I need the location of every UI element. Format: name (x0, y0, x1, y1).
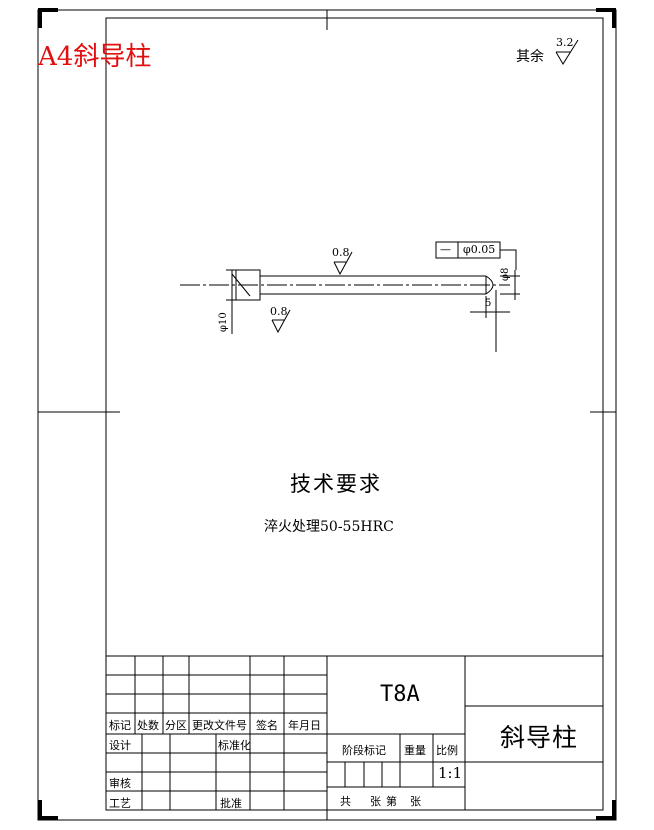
dim-head-diameter: φ10 (218, 312, 229, 332)
sheets-total: 共 (340, 795, 351, 808)
roughness-symbol-other (555, 39, 579, 65)
row-process: 工艺 (109, 797, 131, 810)
header-signature: 签名 (256, 719, 278, 732)
ratio-label: 比例 (436, 744, 458, 757)
part-name: 斜导柱 (500, 723, 579, 752)
header-date: 年月日 (288, 719, 321, 732)
row-standardize: 标准化 (218, 739, 251, 752)
header-count: 处数 (137, 719, 159, 732)
sheets-number: 第 (386, 795, 397, 808)
sheets-unit: 张 (370, 795, 381, 808)
row-design: 设计 (109, 739, 131, 752)
stage-mark-label: 阶段标记 (342, 744, 386, 757)
scale-value: 1:1 (438, 764, 463, 782)
dim-shaft-diameter: φ8 (500, 267, 511, 281)
roughness-shaft-bottom: 0.8 (270, 305, 288, 318)
dim-length-5: 5 (485, 298, 492, 309)
tolerance-symbol: — (440, 243, 451, 256)
inner-frame (105, 17, 604, 811)
material: T8A (380, 682, 420, 707)
header-mark: 标记 (109, 719, 131, 732)
sheets-unit-2: 张 (410, 795, 421, 808)
header-change-doc: 更改文件号 (192, 719, 247, 732)
corner-marks (38, 8, 616, 820)
technical-requirements-note: 淬火处理50-55HRC (264, 519, 394, 535)
header-zone: 分区 (165, 719, 187, 732)
title-block-grid (106, 655, 603, 810)
sheet-label: A4斜导柱 (38, 42, 152, 72)
technical-requirements-title: 技术要求 (290, 472, 382, 496)
row-approve: 批准 (220, 797, 242, 810)
row-review: 审核 (109, 777, 131, 790)
roughness-other-label: 其余 (516, 49, 544, 65)
roughness-other-value: 3.2 (556, 36, 574, 49)
roughness-shaft-top: 0.8 (332, 246, 350, 259)
tolerance-value: φ0.05 (463, 243, 496, 256)
part-view (180, 241, 520, 352)
weight-label: 重量 (404, 744, 426, 757)
